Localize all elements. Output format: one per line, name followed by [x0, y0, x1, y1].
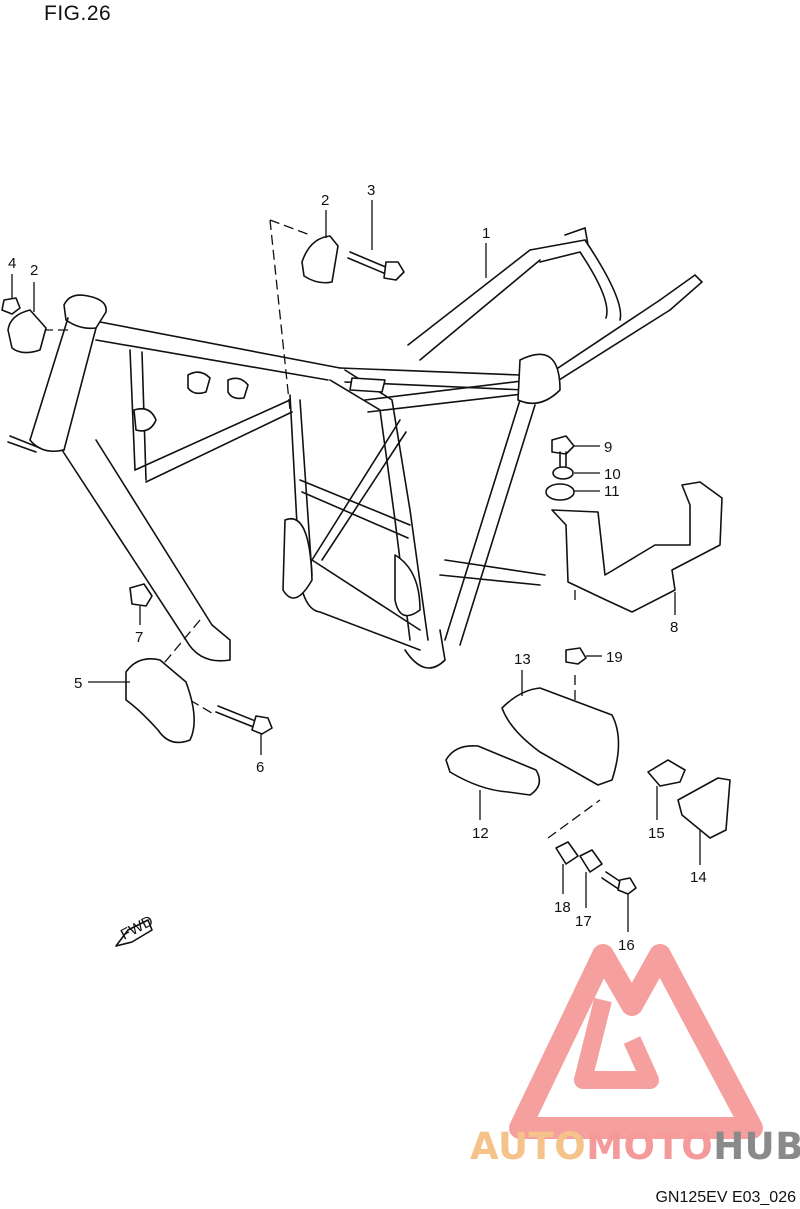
- bracket-5: [125, 658, 195, 744]
- nut-4: [1, 297, 21, 315]
- callout-1: 1: [482, 225, 490, 242]
- watermark-logo: [509, 944, 763, 1139]
- callout-2-upper: 2: [321, 192, 329, 209]
- callout-11: 11: [604, 483, 620, 500]
- watermark-moto: MOTO: [586, 1125, 714, 1168]
- bolt-9: [551, 435, 575, 467]
- grommet-11: [545, 483, 575, 501]
- callouts: 1 2 3 4 2 5 6 7 8 9 10 11 12 13 14 15 16: [8, 182, 707, 954]
- callout-13: 13: [514, 651, 531, 668]
- nut-7: [129, 583, 153, 607]
- callout-6: 6: [256, 759, 264, 776]
- collar-17: [579, 849, 603, 873]
- main-frame: [7, 219, 704, 839]
- nut-19: [565, 647, 587, 665]
- watermark-hub: HUB: [713, 1125, 800, 1168]
- callout-2-left: 2: [30, 262, 38, 279]
- callout-18: 18: [554, 899, 571, 916]
- cover-12: [445, 744, 541, 796]
- callout-4: 4: [8, 255, 16, 272]
- bolt-16: [601, 871, 637, 895]
- callout-16: 16: [618, 937, 635, 954]
- callout-12: 12: [472, 825, 489, 842]
- plate-14: [677, 777, 731, 839]
- callout-10: 10: [604, 466, 621, 483]
- bracket-2-upper: [301, 235, 339, 284]
- diagram-code: GN125EV E03_026: [655, 1189, 796, 1206]
- watermark-text: AUTOMOTOHUB: [470, 1125, 800, 1168]
- cover-13: [501, 687, 620, 786]
- bolt-3: [347, 251, 405, 281]
- callout-7: 7: [135, 629, 143, 646]
- callout-19: 19: [606, 649, 623, 666]
- callout-9: 9: [604, 439, 612, 456]
- watermark-auto: AUTO: [470, 1125, 587, 1168]
- callout-14: 14: [690, 869, 707, 886]
- bracket-2-left: [7, 309, 47, 354]
- washer-10: [552, 466, 574, 480]
- figure-title: FIG.26: [44, 2, 112, 25]
- callout-17: 17: [575, 913, 592, 930]
- fwd-arrow-icon: FWD: [115, 912, 156, 947]
- bracket-8: [551, 481, 723, 613]
- callout-5: 5: [74, 675, 82, 692]
- bracket-15: [647, 759, 686, 787]
- callout-15: 15: [648, 825, 665, 842]
- bushing-18: [555, 841, 579, 865]
- callout-8: 8: [670, 619, 678, 636]
- callout-3: 3: [367, 182, 375, 199]
- bolt-6: [215, 705, 273, 735]
